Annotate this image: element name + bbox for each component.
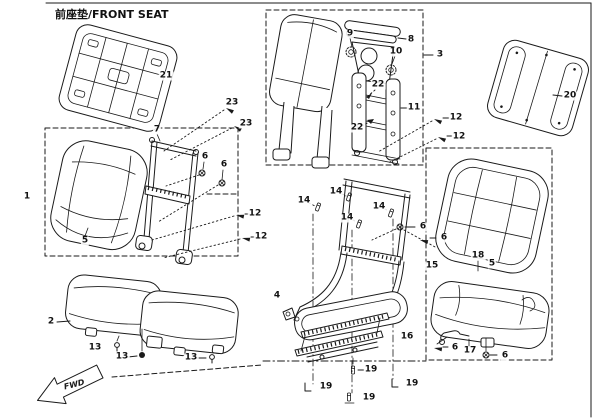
callout-19a: 19 <box>363 364 379 375</box>
callout-9: 9 <box>345 28 355 39</box>
callout-17: 17 <box>462 345 478 356</box>
callout-19d: 19 <box>361 392 377 403</box>
callout-22b: 22 <box>349 122 365 133</box>
callout-13a: 13 <box>87 342 103 353</box>
callout-3: 3 <box>435 49 445 60</box>
callout-22a: 22 <box>370 79 386 90</box>
callout-6a: 6 <box>200 151 210 162</box>
part-9-adjuster-knob <box>345 46 357 58</box>
callout-12a: 12 <box>247 208 263 219</box>
callout-14b: 14 <box>328 186 344 197</box>
callout-2: 2 <box>46 316 56 327</box>
callout-18: 18 <box>470 250 486 261</box>
callout-16: 16 <box>399 331 415 342</box>
part-16-slide-rails <box>294 312 390 363</box>
part-10-adjuster-knob <box>385 64 397 76</box>
part-20-backrest-panel <box>487 39 589 137</box>
callout-23a: 23 <box>224 97 240 108</box>
callout-23b: 23 <box>238 118 254 129</box>
callout-12d: 12 <box>451 131 467 142</box>
callout-1: 1 <box>22 191 32 202</box>
callout-5a: 5 <box>80 235 90 246</box>
callout-19b: 19 <box>318 381 334 392</box>
callout-20: 20 <box>562 90 578 101</box>
callout-6b: 6 <box>219 159 229 170</box>
callout-19c: 19 <box>404 378 420 389</box>
callout-6d: 6 <box>439 232 449 243</box>
callout-14d: 14 <box>371 201 387 212</box>
callout-4: 4 <box>272 290 282 301</box>
callout-13c: 13 <box>183 352 199 363</box>
assembly-box-3 <box>265 9 424 166</box>
part-21-backrest-frame-panel <box>58 24 178 132</box>
callout-14c: 14 <box>339 212 355 223</box>
callout-11: 11 <box>406 102 422 113</box>
callout-8: 8 <box>406 34 416 45</box>
callout-6e: 6 <box>450 342 460 353</box>
callout-12b: 12 <box>253 231 269 242</box>
callout-13b: 13 <box>114 351 130 362</box>
callout-21: 21 <box>158 70 174 81</box>
callout-5b: 5 <box>487 258 497 269</box>
page-border <box>45 2 592 418</box>
part-5-backrest-cushion-left <box>50 140 148 251</box>
callout-6f: 6 <box>500 350 510 361</box>
assembly-box-15 <box>425 147 553 361</box>
part-18-backrest-cushion-right <box>435 158 549 274</box>
fwd-arrow: FWD <box>36 364 104 405</box>
callout-10: 10 <box>388 46 404 57</box>
part-7-backrest-frame <box>135 137 199 266</box>
callout-7: 7 <box>152 124 162 135</box>
page-title: 前座垫/FRONT SEAT <box>55 8 169 21</box>
part-17-seat-cushion-and-lever <box>430 281 550 349</box>
callout-6c: 6 <box>418 221 428 232</box>
part-2-bench-cushion <box>65 274 239 357</box>
callout-12c: 12 <box>448 112 464 123</box>
callout-15: 15 <box>424 260 440 271</box>
part-3-backrest-assembly <box>269 14 401 169</box>
callout-14a: 14 <box>296 195 312 206</box>
